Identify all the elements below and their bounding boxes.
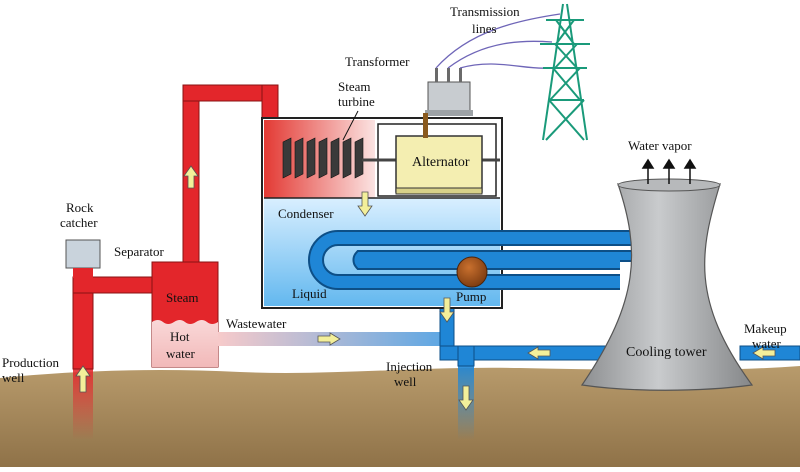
label-alternator: Alternator <box>412 155 470 170</box>
label-rock-catcher-1: Rock <box>66 200 94 215</box>
transmission-pylon <box>540 3 590 141</box>
transformer <box>427 81 471 115</box>
condenser-coil <box>308 230 636 290</box>
tower-return-arrow <box>527 346 551 360</box>
separator-up-arrow <box>183 165 199 189</box>
label-production-well-1: Production <box>2 355 60 370</box>
label-rock-catcher-2: catcher <box>60 215 98 230</box>
separator-hot-water <box>152 320 218 367</box>
turbine-blades <box>282 137 364 179</box>
label-hot-water-2: water <box>166 346 196 361</box>
transformer-feed <box>423 113 428 138</box>
label-hot-water-1: Hot <box>170 329 190 344</box>
transformer-base <box>425 110 473 116</box>
label-transmission-lines-1: Transmission <box>450 4 520 19</box>
makeup-arrow <box>752 346 776 360</box>
label-makeup-water-1: Makeup <box>744 321 787 336</box>
label-wastewater: Wastewater <box>226 316 287 331</box>
alternator-base <box>395 187 483 195</box>
flow-arrows <box>75 165 776 411</box>
production-up-arrow <box>75 365 91 393</box>
pump <box>456 256 488 288</box>
steam-turbine-pointer <box>342 110 359 141</box>
label-injection-well-2: well <box>394 374 417 389</box>
label-pump: Pump <box>456 289 486 304</box>
label-steam-turbine-2: turbine <box>338 94 375 109</box>
production-well-pipe <box>73 360 93 440</box>
label-water-vapor: Water vapor <box>628 138 692 153</box>
label-steam-turbine-1: Steam <box>338 79 371 94</box>
wastewater-arrow <box>317 332 341 346</box>
transformer-insulators <box>435 68 462 82</box>
label-transformer: Transformer <box>345 54 410 69</box>
rock-catcher <box>65 239 101 269</box>
label-separator: Separator <box>114 244 164 259</box>
water-vapor-arrows <box>641 158 697 184</box>
condenser-down-arrow <box>357 191 373 217</box>
transmission-wires <box>435 13 561 69</box>
label-injection-well-1: Injection <box>386 359 433 374</box>
ground <box>0 366 800 467</box>
label-liquid: Liquid <box>292 286 327 301</box>
label-condenser: Condenser <box>278 206 334 221</box>
label-transmission-lines-2: lines <box>472 21 497 36</box>
label-steam: Steam <box>166 290 199 305</box>
pump-down-arrow <box>439 297 455 323</box>
label-production-well-2: well <box>2 370 25 385</box>
injection-down-arrow <box>458 385 474 411</box>
label-cooling-tower: Cooling tower <box>626 345 707 360</box>
label-makeup-water-2: water <box>752 336 782 351</box>
rock-catcher-connector <box>73 268 93 278</box>
water-pipes <box>439 299 800 367</box>
